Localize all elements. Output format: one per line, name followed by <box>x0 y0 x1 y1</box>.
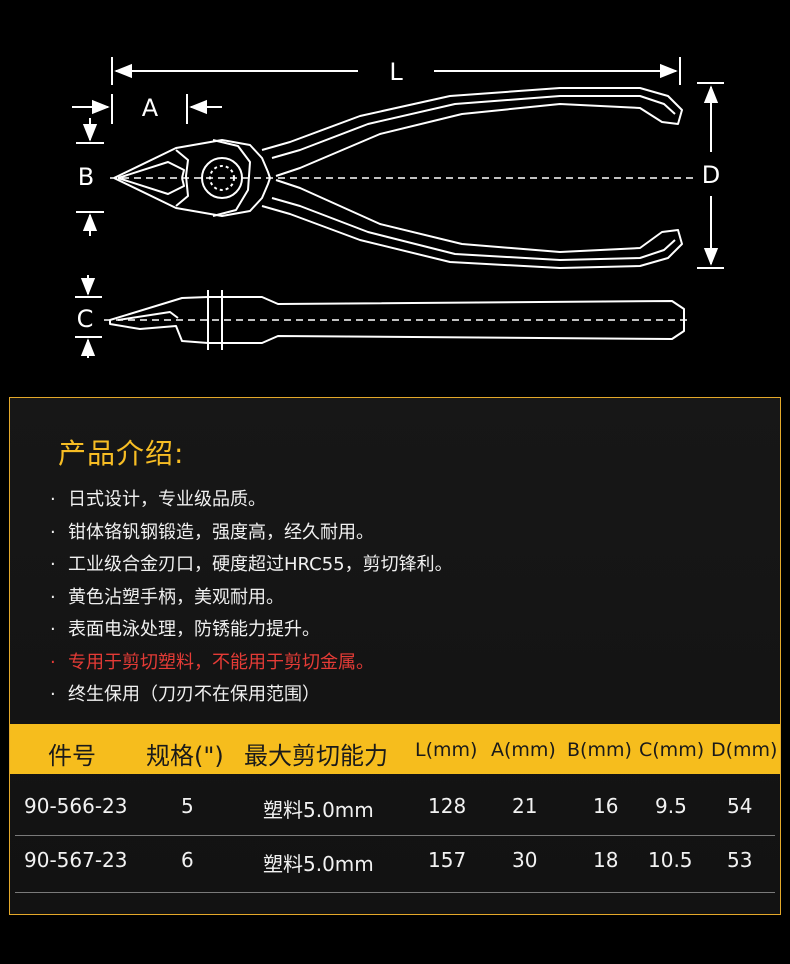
header-L: L(mm) <box>415 739 478 761</box>
bullet-dot: · <box>50 521 56 543</box>
pliers-side-view <box>109 290 685 350</box>
table-row: 90-567-23 6 塑料5.0mm 157 30 18 10.5 53 <box>10 834 780 886</box>
feature-item: · 表面电泳处理，防锈能力提升。 <box>50 614 453 647</box>
label-B: B <box>78 163 94 191</box>
feature-text: 黄色沾塑手柄，美观耐用。 <box>68 586 284 608</box>
dimension-A <box>72 94 222 124</box>
cell-D: 53 <box>727 848 753 872</box>
feature-text: 日式设计，专业级品质。 <box>68 489 266 510</box>
cell-size: 6 <box>181 848 194 872</box>
intro-title: 产品介绍: <box>58 437 185 470</box>
feature-item: · 日式设计，专业级品质。 <box>50 484 453 517</box>
label-L: L <box>389 58 403 86</box>
cell-A: 30 <box>512 848 538 872</box>
bullet-dot: · <box>50 586 56 608</box>
cell-L: 157 <box>428 848 467 872</box>
bullet-dot: · <box>50 651 56 673</box>
bullet-dot: · <box>50 554 56 575</box>
header-D: D(mm) <box>711 739 778 761</box>
cell-B: 18 <box>593 848 619 872</box>
cell-part-number: 90-567-23 <box>24 848 128 872</box>
cell-C: 9.5 <box>655 794 687 818</box>
cell-L: 128 <box>428 794 467 818</box>
bullet-dot: · <box>50 489 56 510</box>
header-part-number: 件号 <box>48 742 96 770</box>
label-D: D <box>702 161 720 189</box>
feature-text: 终生保用（刀刃不在保用范围） <box>68 684 320 705</box>
spec-table-header: 件号 规格(") 最大剪切能力 L(mm) A(mm) B(mm) C(mm) … <box>10 724 780 774</box>
feature-text: 钳体铬钒钢锻造，强度高，经久耐用。 <box>68 521 374 543</box>
dimension-C <box>75 275 102 358</box>
header-size: 规格(") <box>146 742 224 770</box>
cell-part-number: 90-566-23 <box>24 794 128 818</box>
cell-size: 5 <box>181 794 194 818</box>
cell-B: 16 <box>593 794 619 818</box>
product-info-panel: 产品介绍: · 日式设计，专业级品质。 · 钳体铬钒钢锻造，强度高，经久耐用。 · 工业级… <box>9 397 781 915</box>
feature-item: · 专用于剪切塑料，不能用于剪切金属。 <box>50 647 453 680</box>
table-row: 90-566-23 5 塑料5.0mm 128 21 16 9.5 54 <box>10 780 780 832</box>
bullet-dot: · <box>50 619 56 640</box>
cell-C: 10.5 <box>648 848 693 872</box>
feature-item: · 黄色沾塑手柄，美观耐用。 <box>50 582 453 615</box>
cell-max-cut: 塑料5.0mm <box>263 852 374 876</box>
pliers-top-view <box>113 87 683 269</box>
label-C: C <box>77 305 94 333</box>
dimension-D <box>697 82 724 269</box>
header-A: A(mm) <box>491 739 556 761</box>
feature-item: · 工业级合金刃口，硬度超过HRC55，剪切锋利。 <box>50 549 453 582</box>
cell-A: 21 <box>512 794 538 818</box>
feature-text: 工业级合金刃口，硬度超过HRC55，剪切锋利。 <box>68 554 453 575</box>
header-max-cut: 最大剪切能力 <box>244 742 388 770</box>
bullet-dot: · <box>50 684 56 705</box>
feature-text: 专用于剪切塑料，不能用于剪切金属。 <box>68 651 374 673</box>
pliers-dimension-diagram: L A B D C <box>72 57 724 358</box>
dimension-L <box>111 57 681 85</box>
cell-max-cut: 塑料5.0mm <box>263 798 374 822</box>
label-A: A <box>142 94 159 122</box>
row-divider <box>15 892 775 893</box>
row-divider <box>15 835 775 836</box>
header-C: C(mm) <box>639 739 705 761</box>
feature-list: · 日式设计，专业级品质。 · 钳体铬钒钢锻造，强度高，经久耐用。 · 工业级合金刃口，硬… <box>50 484 453 712</box>
feature-item: · 钳体铬钒钢锻造，强度高，经久耐用。 <box>50 517 453 550</box>
feature-text: 表面电泳处理，防锈能力提升。 <box>68 619 320 640</box>
cell-D: 54 <box>727 794 753 818</box>
header-B: B(mm) <box>567 739 632 761</box>
dimension-B <box>76 118 104 236</box>
feature-item: · 终生保用（刀刃不在保用范围） <box>50 679 453 712</box>
